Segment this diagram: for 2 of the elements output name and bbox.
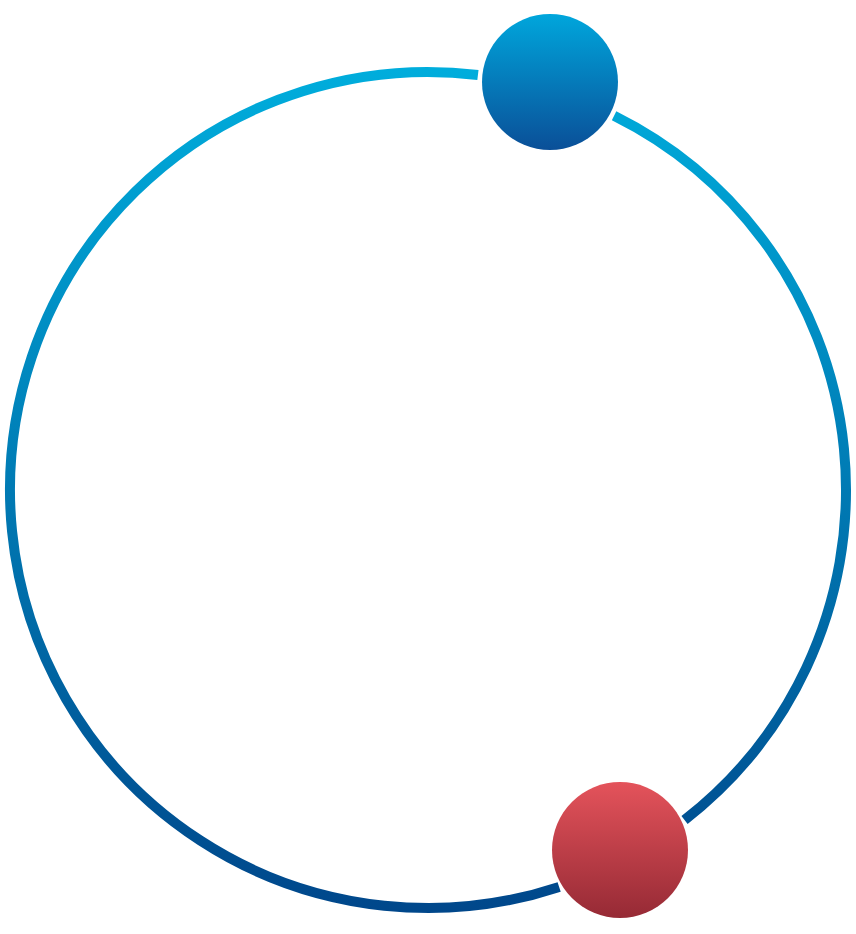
ring-arc <box>5 67 561 913</box>
ring-arc <box>611 111 851 824</box>
